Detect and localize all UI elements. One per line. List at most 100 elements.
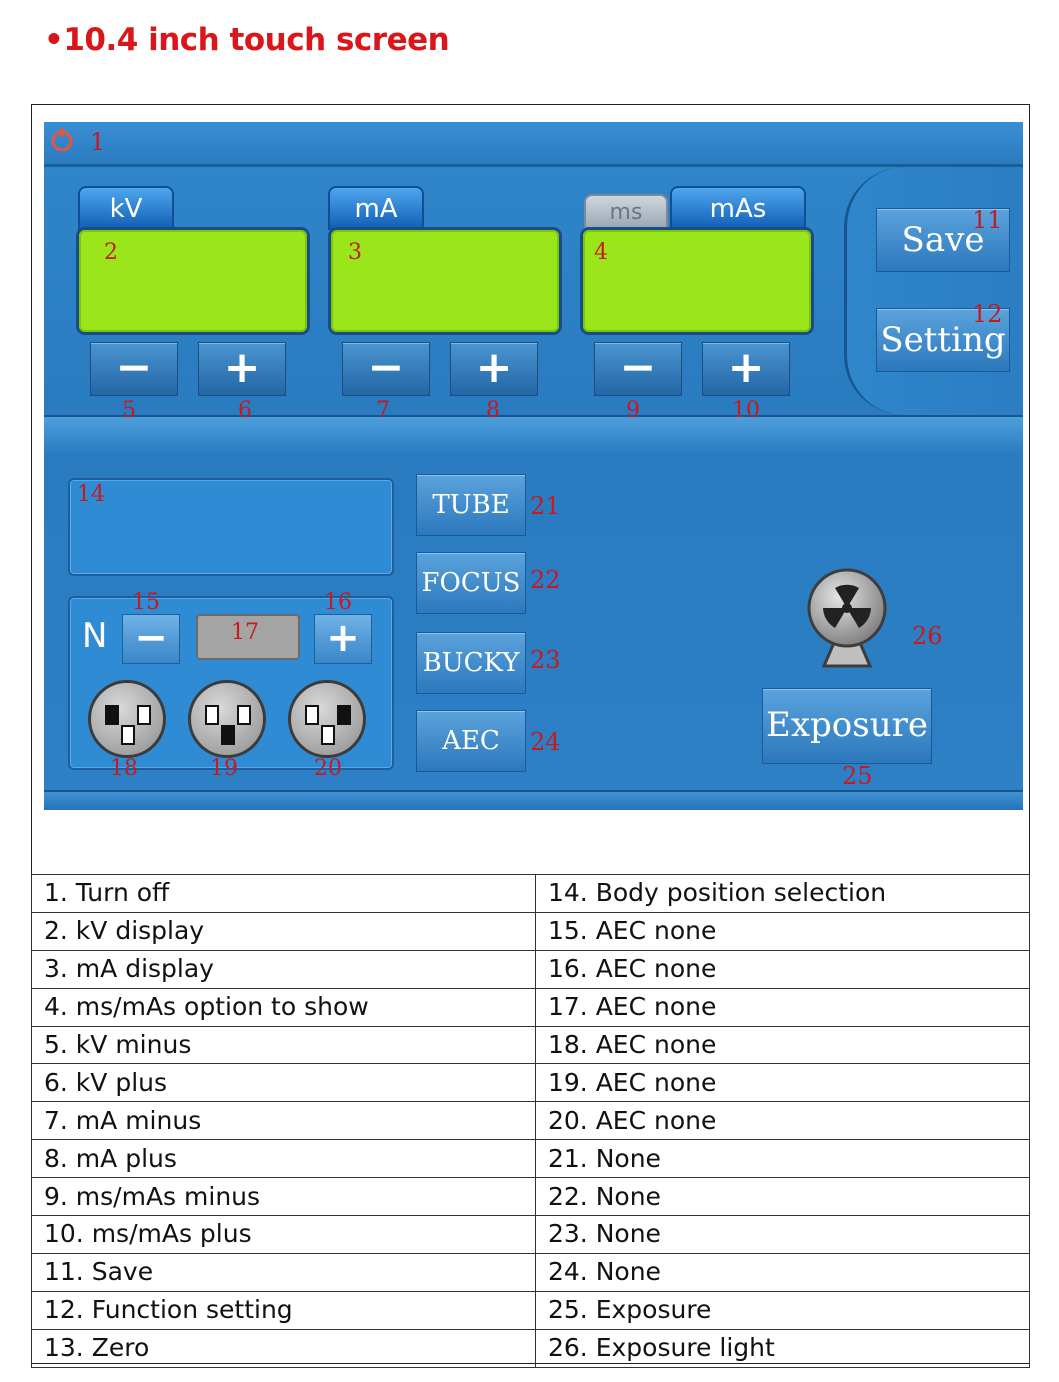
- table-cell: 22. None: [535, 1177, 1030, 1217]
- minus-icon: −: [134, 615, 168, 661]
- table-cell: 13. Zero: [31, 1328, 536, 1368]
- plus-icon: +: [326, 615, 360, 661]
- table-cell: 7. mA minus: [31, 1101, 536, 1141]
- table-cell: 26. Exposure light: [535, 1328, 1030, 1368]
- marker-23: 23: [530, 646, 561, 674]
- plus-icon: +: [475, 342, 513, 393]
- marker-12: 12: [972, 300, 1003, 328]
- table-cell: 9. ms/mAs minus: [31, 1177, 536, 1217]
- ms-mas-plus-button[interactable]: +: [702, 342, 790, 396]
- table-cell: 19. AEC none: [535, 1063, 1030, 1103]
- marker-25: 25: [842, 762, 873, 790]
- table-cell: 14. Body position selection: [535, 874, 1030, 913]
- ms-mas-minus-button[interactable]: −: [594, 342, 682, 396]
- table-cell: 25. Exposure: [535, 1290, 1030, 1330]
- table-cell: 23. None: [535, 1215, 1030, 1254]
- exposure-button[interactable]: Exposure: [762, 688, 932, 764]
- table-cell: 2. kV display: [31, 911, 536, 951]
- bottom-bar: [44, 790, 1023, 810]
- divider-stripe: [44, 415, 1023, 457]
- aec-value-display: [196, 614, 300, 660]
- page-heading: •10.4 inch touch screen: [44, 22, 450, 58]
- table-cell: 17. AEC none: [535, 987, 1030, 1027]
- ma-plus-button[interactable]: +: [450, 342, 538, 396]
- marker-17: 17: [231, 620, 259, 645]
- table-cell: 8. mA plus: [31, 1139, 536, 1179]
- table-cell: 20. AEC none: [535, 1101, 1030, 1141]
- setting-button[interactable]: Setting: [876, 308, 1010, 372]
- table-cell: 5. kV minus: [31, 1025, 536, 1065]
- plus-icon: +: [727, 342, 765, 393]
- kv-plus-button[interactable]: +: [198, 342, 286, 396]
- save-button[interactable]: Save: [876, 208, 1010, 272]
- marker-6: 6: [238, 398, 252, 423]
- touch-screen: 1 kV 2 − + 5 6 mA 3 − + 7 8 ms mAs 4 − +…: [44, 122, 1023, 810]
- setting-label: Setting: [880, 320, 1006, 360]
- bucky-button[interactable]: BUCKY: [416, 632, 526, 694]
- tab-ma[interactable]: mA: [328, 186, 424, 230]
- body-position-display: [68, 478, 394, 576]
- aec-field-center-button[interactable]: [188, 680, 266, 758]
- aec-plus-button[interactable]: +: [314, 614, 372, 664]
- table-cell: 21. None: [535, 1139, 1030, 1179]
- table-cell: 11. Save: [31, 1252, 536, 1292]
- table-cell: 10. ms/mAs plus: [31, 1215, 536, 1254]
- table-cell: 3. mA display: [31, 949, 536, 989]
- aec-label: AEC: [442, 726, 500, 756]
- marker-3: 3: [348, 240, 362, 265]
- table-cell: 18. AEC none: [535, 1025, 1030, 1065]
- plus-icon: +: [223, 342, 261, 393]
- table-cell: 16. AEC none: [535, 949, 1030, 989]
- marker-9: 9: [626, 398, 640, 423]
- marker-24: 24: [530, 728, 561, 756]
- right-panel: [844, 167, 1023, 415]
- minus-icon: −: [619, 342, 657, 393]
- aec-field-right-button[interactable]: [288, 680, 366, 758]
- marker-19: 19: [210, 756, 238, 781]
- tube-button[interactable]: TUBE: [416, 474, 526, 536]
- marker-7: 7: [376, 398, 390, 423]
- aec-field-left-button[interactable]: [88, 680, 166, 758]
- exposure-label: Exposure: [766, 705, 928, 745]
- bucky-label: BUCKY: [422, 648, 520, 678]
- focus-button[interactable]: FOCUS: [416, 552, 526, 614]
- aec-button[interactable]: AEC: [416, 710, 526, 772]
- marker-15: 15: [132, 590, 160, 615]
- tab-kv[interactable]: kV: [78, 186, 174, 230]
- marker-5: 5: [122, 398, 136, 423]
- tube-label: TUBE: [432, 490, 510, 520]
- aec-minus-button[interactable]: −: [122, 614, 180, 664]
- n-label: N: [82, 616, 108, 656]
- marker-20: 20: [314, 756, 342, 781]
- marker-22: 22: [530, 566, 561, 594]
- tab-ms[interactable]: ms: [584, 194, 668, 230]
- marker-2: 2: [104, 240, 118, 265]
- table-cell: 6. kV plus: [31, 1063, 536, 1103]
- table-cell: 15. AEC none: [535, 911, 1030, 951]
- ms-mas-display: [583, 230, 811, 332]
- marker-14: 14: [77, 482, 105, 507]
- power-icon[interactable]: [50, 127, 74, 151]
- kv-display: [79, 230, 307, 332]
- ma-minus-button[interactable]: −: [342, 342, 430, 396]
- kv-minus-button[interactable]: −: [90, 342, 178, 396]
- tab-mas[interactable]: mAs: [670, 186, 806, 230]
- ma-display: [331, 230, 559, 332]
- marker-16: 16: [324, 590, 352, 615]
- minus-icon: −: [367, 342, 405, 393]
- focus-label: FOCUS: [421, 568, 521, 598]
- table-cell: 4. ms/mAs option to show: [31, 987, 536, 1027]
- marker-10: 10: [732, 398, 760, 423]
- save-label: Save: [901, 220, 985, 260]
- marker-8: 8: [486, 398, 500, 423]
